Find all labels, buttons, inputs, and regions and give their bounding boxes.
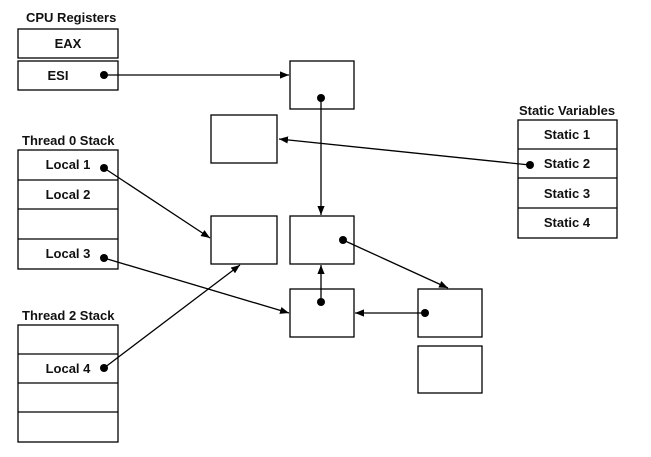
heap-object-middle-left [210, 215, 278, 265]
static-slot-4: Static 4 [544, 215, 591, 230]
static-slot-3: Static 3 [544, 186, 590, 201]
thread2-stack-title: Thread 2 Stack [22, 308, 115, 323]
dot-lower-center-object [317, 298, 325, 306]
heap-object-bottom-right [417, 345, 483, 394]
thread0-stack-group: Thread 0 Stack Local 1 Local 2 Local 3 [17, 133, 119, 270]
thread0-stack-title: Thread 0 Stack [22, 133, 115, 148]
dot-local3 [100, 254, 108, 262]
arrow-local3-to-lower-center-object [103, 257, 290, 314]
dot-local1 [100, 164, 108, 172]
dot-local4 [100, 364, 108, 372]
heap-objects [210, 60, 483, 394]
thread0-slot-local1: Local 1 [46, 157, 91, 172]
register-eax-label: EAX [55, 36, 82, 51]
arrow-center-to-lower-right-object [342, 239, 449, 289]
reference-arrows [103, 71, 531, 369]
dot-center-object [339, 236, 347, 244]
dot-esi [100, 71, 108, 79]
static-slot-1: Static 1 [544, 127, 590, 142]
thread2-stack-group: Thread 2 Stack Local 4 [17, 308, 119, 443]
heap-object-upper-left [210, 114, 278, 164]
static-variables-frame [517, 119, 618, 239]
thread0-slot-local2: Local 2 [46, 187, 91, 202]
heap-object-lower-center [289, 288, 355, 338]
static-variables-title: Static Variables [519, 103, 615, 118]
arrow-static2-to-upper-left-object [278, 136, 531, 166]
dot-top-object [317, 94, 325, 102]
register-esi-label: ESI [48, 68, 69, 83]
dot-static2 [526, 161, 534, 169]
thread2-slot-local4: Local 4 [46, 361, 92, 376]
reference-dots [100, 71, 534, 372]
thread0-slot-local3: Local 3 [46, 246, 91, 261]
arrow-local1-to-middle-left-object [103, 167, 211, 239]
arrow-local4-to-middle-left-object [103, 264, 241, 369]
dot-lower-right-object [421, 309, 429, 317]
static-slot-2: Static 2 [544, 156, 590, 171]
static-variables-group: Static Variables Static 1 Static 2 Stati… [517, 103, 618, 239]
register-eax: EAX [17, 28, 119, 59]
cpu-registers-title: CPU Registers [26, 10, 116, 25]
